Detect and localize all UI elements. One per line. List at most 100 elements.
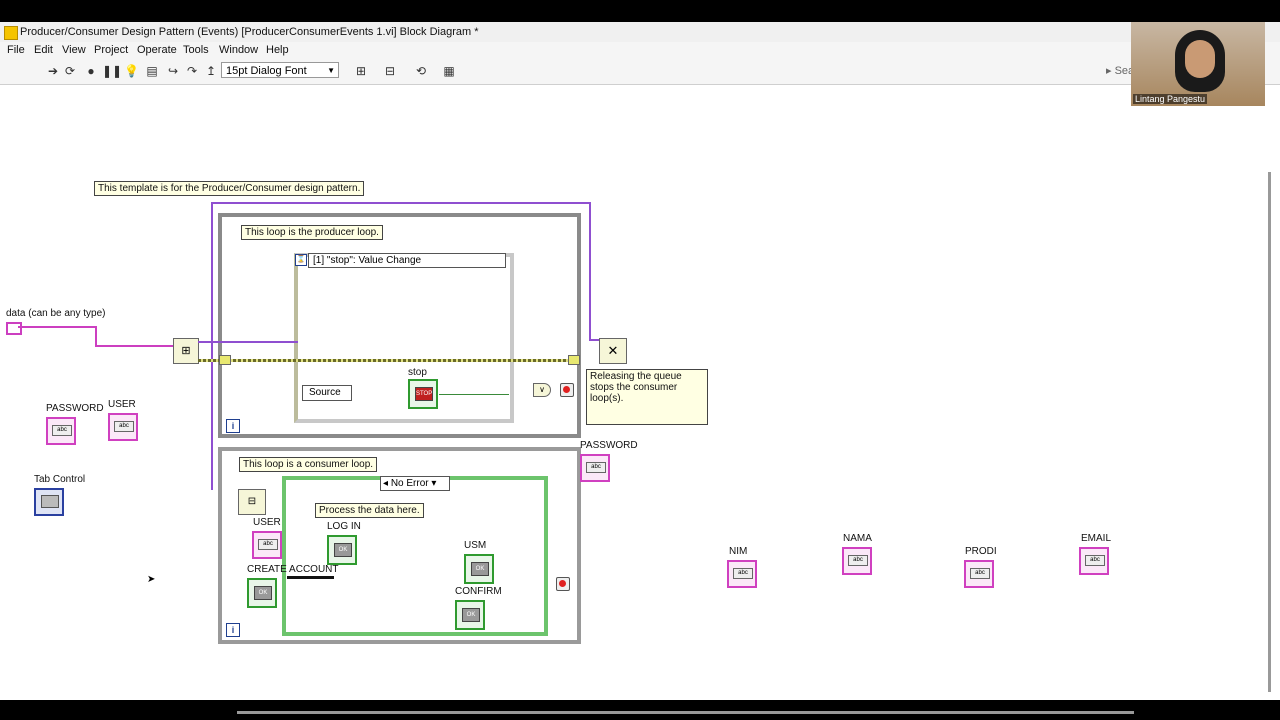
nim-label: NIM: [729, 546, 748, 557]
menu-file[interactable]: File: [7, 44, 25, 56]
queue-wire-top: [211, 202, 591, 204]
event-source-node: Source: [302, 385, 352, 401]
webcam-overlay: Lintang Pangestu: [1131, 22, 1265, 106]
menu-operate[interactable]: Operate: [137, 44, 177, 56]
menu-window[interactable]: Window: [219, 44, 259, 56]
data-wire-3: [95, 345, 173, 347]
process-note: Process the data here.: [315, 503, 424, 518]
usm-label: USM: [464, 540, 487, 551]
run-arrow-icon[interactable]: ➔: [47, 64, 59, 78]
data-wire-1: [18, 326, 95, 328]
mouse-cursor-icon: ➤: [147, 574, 156, 585]
run-continuously-icon[interactable]: ⟳: [64, 64, 76, 78]
consumer-stop-terminal-icon: [556, 577, 570, 591]
user-inner-label: USER: [253, 517, 281, 528]
password-right-terminal[interactable]: abc: [580, 454, 610, 482]
string-glyph: abc: [586, 462, 606, 473]
release-note: Releasing the queue stops the consumer l…: [586, 369, 708, 425]
reorder-icon[interactable]: ⟲: [415, 64, 427, 78]
data-wire-2: [95, 326, 97, 346]
producer-while-loop[interactable]: [218, 213, 581, 438]
log-in-label: LOG IN: [327, 521, 361, 532]
retain-wire-values-icon[interactable]: ▤: [146, 64, 158, 78]
search-arrow-icon: ▸: [1106, 65, 1115, 77]
block-diagram-canvas[interactable]: This template is for the Producer/Consum…: [0, 85, 1280, 700]
pause-icon[interactable]: ❚❚: [102, 64, 123, 78]
shift-register-right: [568, 355, 580, 365]
email-label: EMAIL: [1081, 533, 1112, 544]
confirm-label: CONFIRM: [455, 586, 502, 597]
text-settings-dropdown[interactable]: 15pt Dialog Font ▼: [221, 62, 339, 78]
create-account-label: CREATE ACCOUNT: [247, 564, 339, 575]
release-queue-icon[interactable]: ✕: [599, 338, 627, 364]
step-over-icon[interactable]: ↷: [186, 64, 198, 78]
tab-control-label: Tab Control: [34, 474, 86, 485]
nama-terminal[interactable]: abc: [842, 547, 872, 575]
string-glyph: abc: [258, 539, 278, 550]
stop-button-terminal[interactable]: STOP: [408, 379, 438, 409]
tab-control-terminal[interactable]: [34, 488, 64, 516]
highlight-execution-icon[interactable]: 💡: [124, 64, 139, 78]
string-glyph: abc: [733, 568, 753, 579]
case-selector-label: No Error: [390, 478, 429, 489]
vertical-scrollbar[interactable]: [1268, 172, 1271, 692]
wire-black: [287, 576, 334, 579]
event-selector[interactable]: [1] "stop": Value Change: [308, 253, 506, 268]
window-title: Producer/Consumer Design Pattern (Events…: [20, 26, 479, 38]
email-terminal[interactable]: abc: [1079, 547, 1109, 575]
source-label: Source: [309, 387, 341, 398]
menu-tools[interactable]: Tools: [183, 44, 209, 56]
bool-glyph: OK: [462, 608, 480, 622]
string-glyph: abc: [970, 568, 990, 579]
obtain-queue-icon[interactable]: ⊞: [173, 338, 199, 364]
string-glyph: abc: [52, 425, 72, 436]
case-structure[interactable]: [282, 476, 548, 636]
title-bar: Producer/Consumer Design Pattern (Events…: [0, 22, 1280, 43]
confirm-terminal[interactable]: OK: [455, 600, 485, 630]
horizontal-scrollbar[interactable]: [237, 711, 1134, 714]
log-in-terminal[interactable]: OK: [327, 535, 357, 565]
chevron-down-icon[interactable]: ▾: [431, 478, 437, 489]
string-glyph: abc: [1085, 555, 1105, 566]
queue-wire-right: [589, 202, 591, 339]
search-field[interactable]: ▸ Sea: [1106, 65, 1135, 77]
chevron-down-icon: ▼: [327, 66, 335, 75]
case-selector[interactable]: ◂ No Error ▾: [380, 476, 450, 491]
menu-view[interactable]: View: [62, 44, 86, 56]
prodi-terminal[interactable]: abc: [964, 560, 994, 588]
stop-glyph: STOP: [415, 387, 433, 401]
menu-edit[interactable]: Edit: [34, 44, 53, 56]
participant-name: Lintang Pangestu: [1133, 94, 1208, 104]
data-terminal[interactable]: [6, 322, 22, 335]
nim-terminal[interactable]: abc: [727, 560, 757, 588]
bool-glyph: OK: [471, 562, 489, 576]
case-prev-icon[interactable]: ◂: [383, 478, 389, 489]
step-out-icon[interactable]: ↥: [205, 64, 217, 78]
tab-control-glyph-icon: [41, 495, 59, 508]
distribute-objects-icon[interactable]: ⊟: [384, 64, 396, 78]
string-glyph: abc: [848, 555, 868, 566]
create-account-terminal[interactable]: OK: [247, 578, 277, 608]
clean-up-diagram-icon[interactable]: ▦: [443, 64, 455, 78]
menu-help[interactable]: Help: [266, 44, 289, 56]
error-wire-producer: [198, 359, 576, 362]
dequeue-element-icon[interactable]: ⊟: [238, 489, 266, 515]
menu-bar: File Edit View Project Operate Tools Win…: [0, 42, 1280, 60]
align-objects-icon[interactable]: ⊞: [355, 64, 367, 78]
user-inner-terminal[interactable]: abc: [252, 531, 282, 559]
password-right-label: PASSWORD: [580, 440, 638, 451]
shift-register-left: [219, 355, 231, 365]
string-glyph: abc: [114, 421, 134, 432]
consumer-while-loop[interactable]: [218, 447, 581, 644]
queue-wire-inner: [198, 341, 298, 343]
user-left-terminal[interactable]: abc: [108, 413, 138, 441]
password-left-label: PASSWORD: [46, 403, 104, 414]
bool-glyph: OK: [254, 586, 272, 600]
abort-icon[interactable]: ●: [87, 64, 95, 78]
menu-project[interactable]: Project: [94, 44, 129, 56]
producer-stop-terminal-icon: [560, 383, 574, 397]
password-left-terminal[interactable]: abc: [46, 417, 76, 445]
producer-iteration-terminal: i: [226, 419, 240, 433]
step-into-icon[interactable]: ↪: [167, 64, 179, 78]
usm-terminal[interactable]: OK: [464, 554, 494, 584]
